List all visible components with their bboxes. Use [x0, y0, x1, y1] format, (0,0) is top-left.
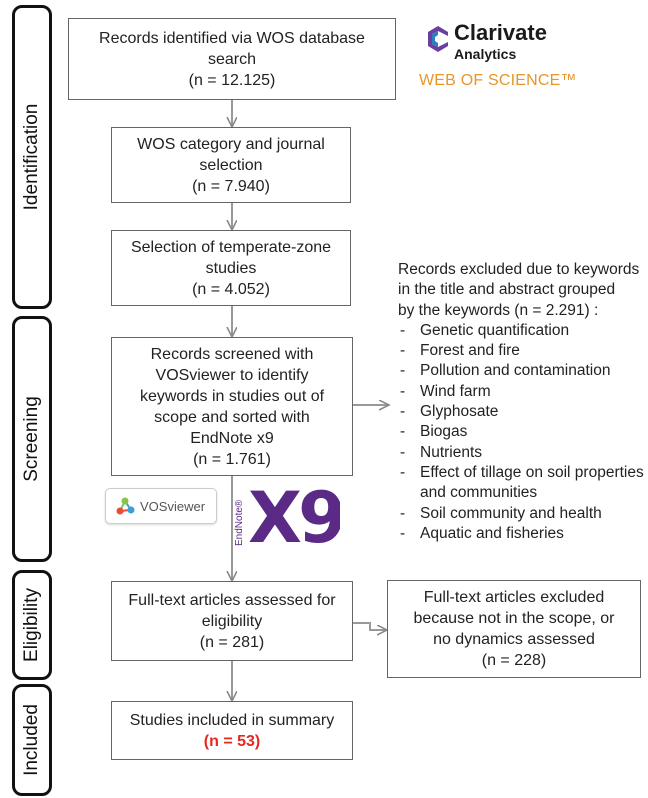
- box-fulltext-line1: Full-text articles assessed for: [128, 591, 336, 609]
- box-excluded-line2: because not in the scope, or: [413, 610, 615, 627]
- box-wos-search: Records identified via WOS database sear…: [68, 18, 396, 100]
- vosviewer-logo: VOSviewer: [105, 488, 217, 524]
- box-screened-line5: EndNote x9: [190, 429, 274, 447]
- box-category-line3: (n = 7.940): [192, 177, 270, 195]
- box-screened-line1: Records screened with: [150, 345, 314, 363]
- box-wos-search-line1: Records identified via WOS database: [99, 29, 365, 47]
- stage-screening: Screening: [12, 316, 52, 562]
- arrow-fulltext-to-excluded: [353, 622, 386, 630]
- box-included-count: (n = 53): [203, 732, 261, 750]
- box-screened-line6: (n = 1.761): [193, 450, 271, 468]
- box-excluded-line1: Full-text articles excluded: [423, 589, 605, 606]
- box-wos-search-line3: (n = 12.125): [188, 71, 276, 89]
- list-item: Genetic quantification: [398, 321, 646, 342]
- stage-eligibility: Eligibility: [12, 570, 52, 680]
- endnote-label: EndNote®: [234, 499, 245, 546]
- clarivate-brand: Clarivate: [454, 20, 547, 45]
- web-of-science-wordmark: WEB OF SCIENCE™: [419, 72, 577, 89]
- stage-identification: Identification: [12, 5, 52, 309]
- endnote-x9-logo: EndNote® X9: [232, 474, 347, 559]
- list-item: Effect of tillage on soil properties and…: [398, 463, 646, 504]
- endnote-x9-mark: EndNote® X9: [234, 477, 347, 559]
- box-category-selection: WOS category and journal selection (n = …: [111, 127, 351, 203]
- vosviewer-wordmark: VOSviewer: [140, 498, 206, 514]
- list-item: Glyphosate: [398, 402, 646, 423]
- box-category-line1: WOS category and journal: [137, 135, 325, 153]
- box-screened: Records screened with VOSviewer to ident…: [111, 337, 353, 476]
- list-item: Nutrients: [398, 443, 646, 464]
- clarivate-sub: Analytics: [454, 46, 517, 62]
- list-item: Biogas: [398, 422, 646, 443]
- excluded-keywords-block: Records excluded due to keywords in the …: [398, 260, 646, 544]
- box-screened-line4: scope and sorted with: [154, 408, 310, 426]
- vosviewer-network-icon: [116, 497, 135, 515]
- list-item: Forest and fire: [398, 341, 646, 362]
- box-fulltext-excluded: Full-text articles excluded because not …: [387, 580, 641, 678]
- list-item: Soil community and health: [398, 504, 646, 525]
- list-item: Aquatic and fisheries: [398, 524, 646, 545]
- box-wos-search-line2: search: [207, 50, 257, 68]
- list-item: Pollution and contamination: [398, 361, 646, 382]
- box-temperate-line3: (n = 4.052): [192, 280, 270, 298]
- excluded-intro-line3: by the keywords (n = 2.291) :: [398, 301, 599, 319]
- box-temperate-line2: studies: [205, 259, 257, 277]
- box-excluded-line3: no dynamics assessed: [433, 631, 595, 648]
- box-screened-line2: VOSviewer to identify: [155, 366, 309, 384]
- excluded-intro-line1: Records excluded due to keywords: [398, 261, 640, 278]
- box-fulltext-assessed: Full-text articles assessed for eligibil…: [111, 581, 353, 661]
- box-fulltext-line2: eligibility: [201, 612, 263, 630]
- box-fulltext-line3: (n = 281): [199, 633, 265, 651]
- box-screened-line3: keywords in studies out of: [139, 387, 325, 405]
- list-item: Wind farm: [398, 382, 646, 403]
- excluded-keyword-list: Genetic quantification Forest and fire P…: [398, 321, 646, 545]
- clarivate-logo: Clarivate Analytics WEB OF SCIENCE™: [419, 20, 624, 92]
- excluded-intro-line2: in the title and abstract grouped: [398, 281, 616, 299]
- clarivate-mark-icon: [428, 26, 448, 52]
- endnote-version: X9: [248, 477, 340, 550]
- box-temperate-selection: Selection of temperate-zone studies (n =…: [111, 230, 351, 306]
- box-temperate-line1: Selection of temperate-zone: [130, 238, 332, 256]
- box-included: Studies included in summary (n = 53): [111, 701, 353, 760]
- stage-included: Included: [12, 684, 52, 796]
- box-category-line2: selection: [199, 156, 263, 174]
- box-included-title: Studies included in summary: [129, 711, 335, 729]
- box-excluded-line4: (n = 228): [481, 652, 547, 669]
